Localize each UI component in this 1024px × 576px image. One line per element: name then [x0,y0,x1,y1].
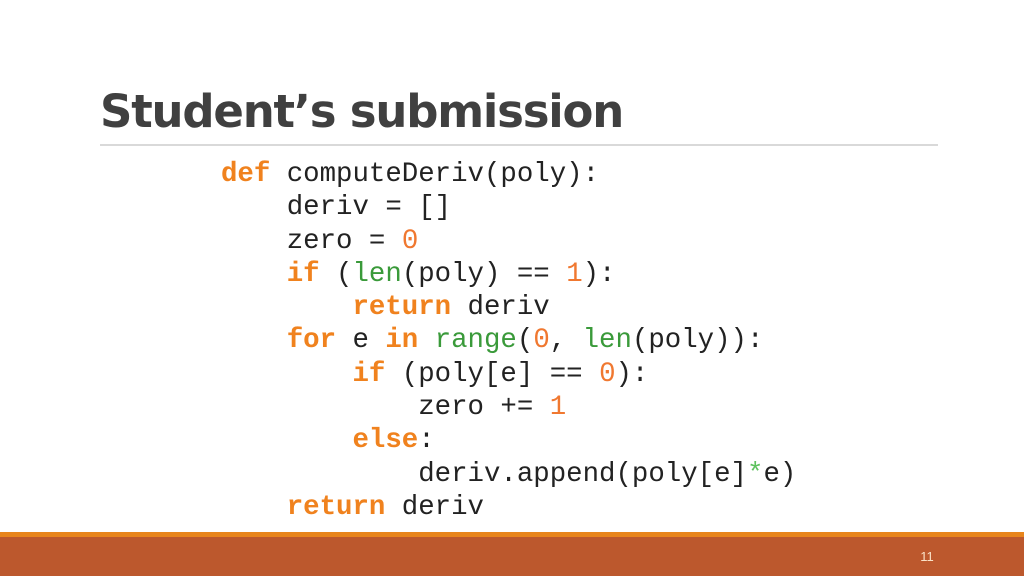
code-text: zero = [221,225,402,257]
code-text: : [418,425,435,457]
code-text: , [549,325,583,357]
code-line: zero = 0 [221,225,796,258]
code-text [221,325,287,356]
code-number: 1 [549,392,567,424]
code-keyword: if [286,258,320,290]
title-divider [100,144,938,146]
code-text: deriv [385,491,484,523]
code-text [221,359,353,390]
code-builtin: len [352,258,402,290]
code-number: 1 [566,258,583,290]
code-text: ( [319,258,353,290]
code-text: ): [615,358,649,390]
code-text [221,492,287,523]
code-line: if (poly[e] == 0): [221,358,796,391]
code-text: (poly)): [631,325,764,357]
code-builtin: range [434,325,517,357]
code-line: return deriv [221,291,796,324]
code-text: computeDeriv(poly): [270,159,600,190]
footer-band [0,537,1024,576]
code-text: deriv = [] [221,192,452,224]
slide-title: Student’s submission [100,85,624,138]
code-line: else: [221,424,796,457]
code-line: def computeDeriv(poly): [221,158,796,191]
code-text: ( [516,325,534,357]
code-text: (poly[e] == [385,358,600,390]
footer-accent-stripe [0,532,1024,537]
code-number: 0 [599,358,616,390]
code-text: deriv.append(poly[e] [221,458,747,490]
code-keyword: in [385,325,419,357]
code-line: zero += 1 [221,391,796,424]
code-keyword: return [352,292,452,324]
code-text [418,325,434,356]
code-line: deriv.append(poly[e]*e) [221,458,796,491]
code-keyword: if [352,358,386,390]
code-operator: * [747,458,764,490]
code-text: zero += [221,392,550,424]
code-text: (poly) == [401,258,567,290]
code-text [221,425,353,456]
code-number: 0 [401,225,419,257]
code-keyword: def [221,159,271,190]
code-text [221,259,287,290]
code-line: deriv = [] [221,191,796,224]
code-text: e) [763,458,797,490]
code-number: 0 [533,325,550,357]
code-text [221,292,353,323]
code-keyword: for [286,325,337,357]
code-keyword: return [286,491,386,523]
code-line: if (len(poly) == 1): [221,258,796,291]
code-line: for e in range(0, len(poly)): [221,324,796,357]
code-block: def computeDeriv(poly): deriv = [] zero … [221,158,796,524]
code-text: e [336,325,386,357]
page-number: 11 [920,549,934,564]
code-builtin: len [582,325,632,357]
code-line: return deriv [221,491,796,524]
code-keyword: else [352,425,419,457]
code-text: ): [582,258,616,290]
code-text: deriv [451,292,550,324]
